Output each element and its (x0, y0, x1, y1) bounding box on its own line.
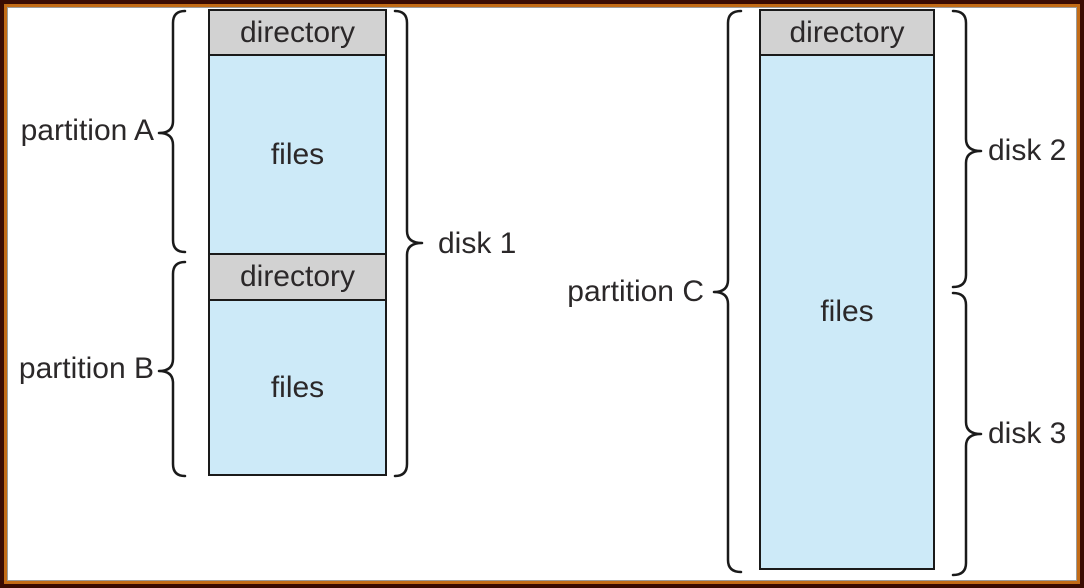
partition-c-label: partition C (567, 275, 704, 308)
disk-2-brace (951, 9, 983, 289)
partition-a-label: partition A (20, 114, 154, 147)
disk1-partition-stack: directory files directory files (208, 9, 387, 476)
disk-3-brace (951, 291, 983, 577)
partition-a-brace (157, 9, 187, 254)
partition-c-files-box: files (761, 54, 933, 568)
disk-3-label: disk 3 (988, 417, 1067, 450)
partition-a-files-label: files (270, 137, 325, 171)
disk-1-brace (393, 9, 424, 478)
partition-c-stack: directory files (759, 9, 935, 570)
partition-b-label: partition B (18, 352, 154, 385)
partition-c-directory-label: directory (789, 15, 905, 49)
partition-a-files-box: files (210, 54, 385, 253)
disk-1-label: disk 1 (438, 227, 517, 260)
partition-a-directory-box: directory (210, 11, 385, 54)
partition-a-directory-label: directory (239, 15, 356, 49)
partition-b-directory-label: directory (239, 260, 356, 293)
partition-c-files-label: files (820, 295, 874, 328)
partition-b-directory-box: directory (210, 253, 385, 299)
partition-c-brace (712, 9, 743, 574)
partition-c-directory-box: directory (761, 11, 933, 54)
partition-b-brace (157, 260, 187, 478)
partition-b-files-box: files (210, 299, 385, 474)
partition-b-files-label: files (270, 370, 325, 404)
disk-2-label: disk 2 (988, 134, 1067, 167)
